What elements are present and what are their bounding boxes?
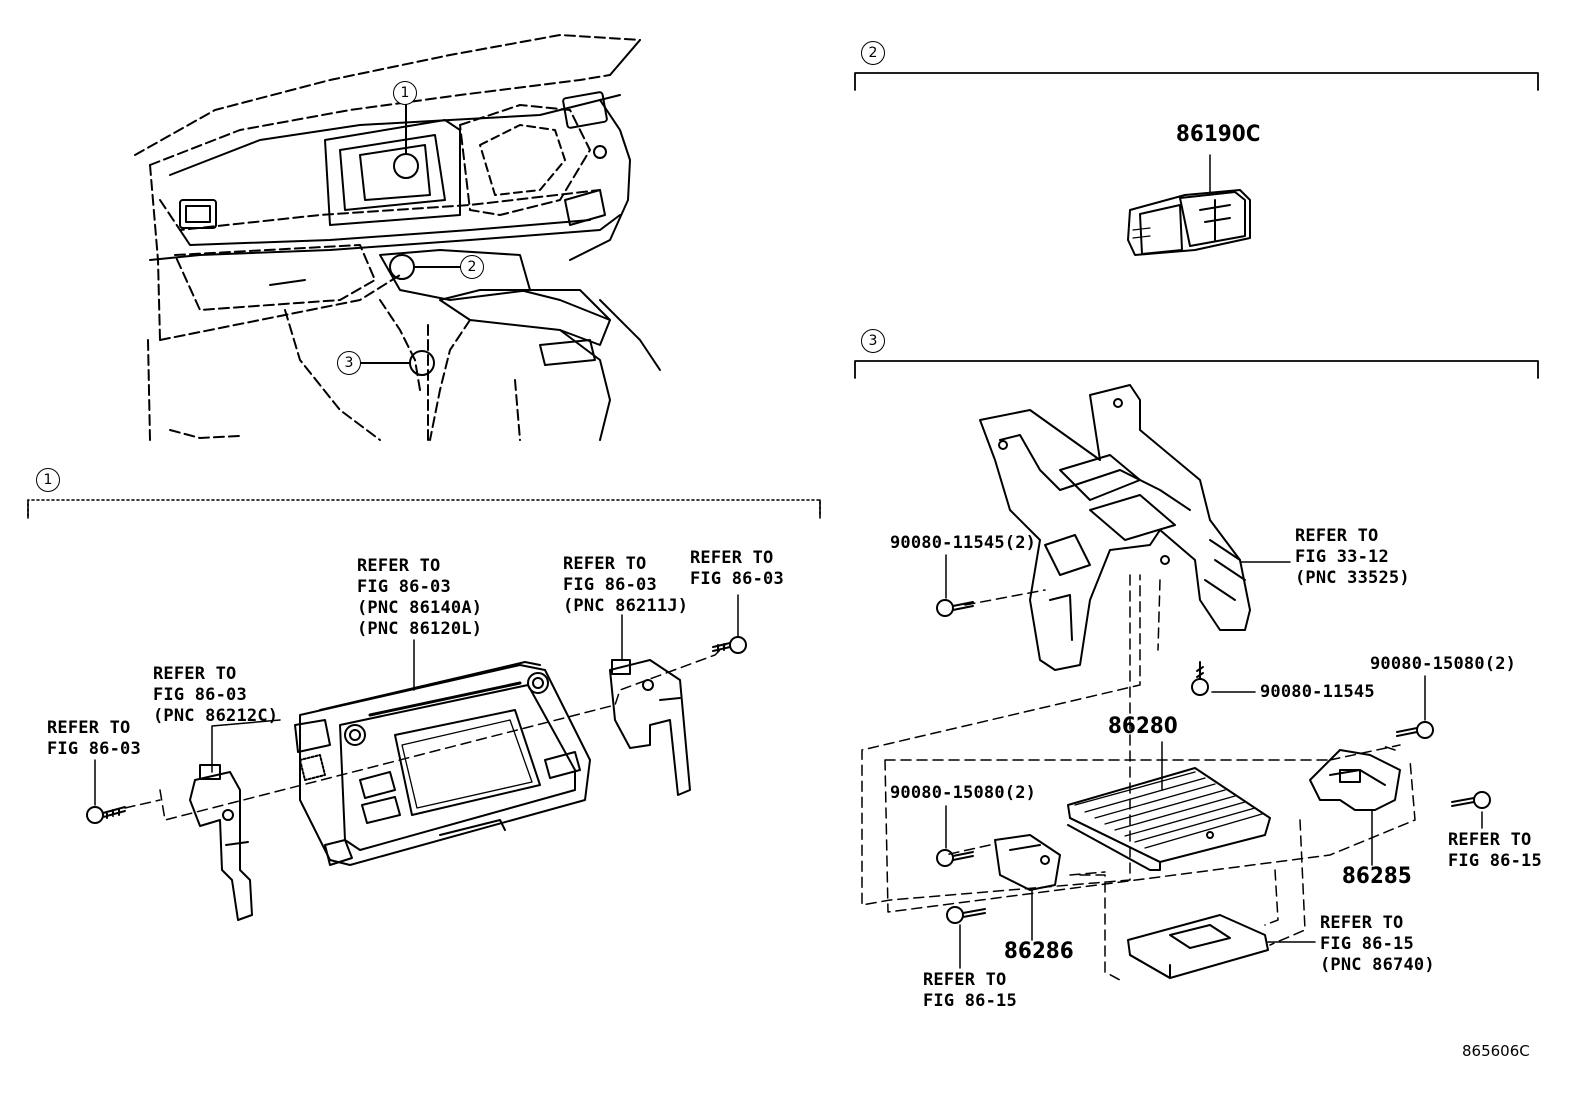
section-3-number: 3 bbox=[861, 329, 885, 353]
section-1-bracket bbox=[27, 499, 821, 519]
screw-left-mid-label: 90080-15080(2) bbox=[890, 783, 1037, 803]
screw-top-left-label: 90080-11545(2) bbox=[890, 533, 1037, 553]
screw-right bbox=[712, 636, 747, 654]
marker-3-overview: 3 bbox=[337, 351, 361, 375]
screw-left bbox=[86, 806, 126, 824]
ref-left-label: REFER TO FIG 86-03 bbox=[47, 718, 141, 759]
part-86286-label: 86286 bbox=[1004, 939, 1074, 964]
amplifier-assembly bbox=[861, 384, 1491, 981]
section-3-bracket bbox=[854, 360, 1539, 379]
section-2-bracket bbox=[854, 72, 1539, 91]
ref-screw-right-label: REFER TO FIG 86-03 bbox=[690, 548, 784, 589]
part-86190c-label: 86190C bbox=[1176, 122, 1261, 147]
ref-bottom-mid-label: REFER TO FIG 86-15 (PNC 86740) bbox=[1320, 913, 1435, 975]
section-2-number: 2 bbox=[861, 41, 885, 65]
head-unit-assembly bbox=[86, 594, 747, 921]
ref-right-label: REFER TO FIG 86-15 bbox=[1448, 830, 1542, 871]
dashboard-overview bbox=[134, 34, 661, 441]
ref-bracket-left-label: REFER TO FIG 86-03 (PNC 86212C) bbox=[153, 664, 279, 726]
screw-mid-label: 90080-11545 bbox=[1260, 682, 1375, 702]
ref-bottom-left-label: REFER TO FIG 86-15 bbox=[923, 970, 1017, 1011]
switch-86190c bbox=[1127, 154, 1251, 256]
section-1-number: 1 bbox=[36, 468, 60, 492]
screw-right-top-label: 90080-15080(2) bbox=[1370, 654, 1517, 674]
ref-bracket-right-label: REFER TO FIG 86-03 (PNC 86211J) bbox=[563, 554, 689, 616]
marker-2-overview: 2 bbox=[460, 255, 484, 279]
part-86285-label: 86285 bbox=[1342, 864, 1412, 889]
ref-head-unit-label: REFER TO FIG 86-03 (PNC 86140A) (PNC 861… bbox=[357, 556, 483, 639]
part-86280-label: 86280 bbox=[1108, 714, 1178, 739]
figure-id: 865606C bbox=[1462, 1042, 1530, 1060]
marker-1-overview: 1 bbox=[393, 81, 417, 105]
ref-top-right-label: REFER TO FIG 33-12 (PNC 33525) bbox=[1295, 526, 1410, 588]
